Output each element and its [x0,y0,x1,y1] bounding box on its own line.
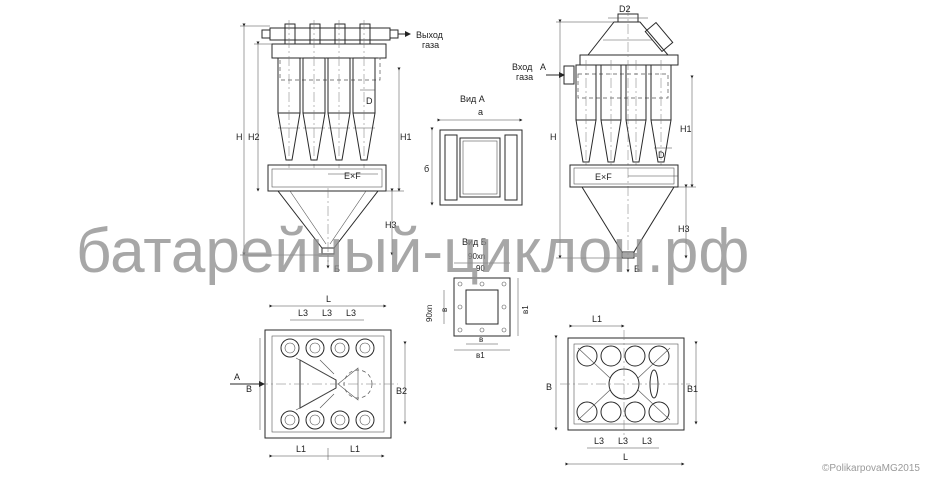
view-b: Вид Б 90хn 90 90хn в в1 в в1 [425,237,530,360]
label-A-plan: А [234,372,240,382]
gas-inlet-line2: газа [516,72,533,82]
label-H-right: H [550,132,557,142]
label-L3-left-1: L3 [298,308,308,318]
label-H3-left: H3 [385,220,397,230]
label-view-a: Вид А [460,94,485,104]
label-L3-right-1: L3 [594,436,604,446]
label-L1-left-2: L1 [350,444,360,454]
label-H1-right: H1 [680,124,692,134]
label-B-arrow-right: Б [634,264,640,274]
plan-view-left: L L3 L3 L3 А B B2 [230,294,407,460]
label-ExF-left: E×F [344,171,361,181]
label-L3-left-3: L3 [346,308,356,318]
watermark: батарейный-циклон.рф [76,217,749,286]
label-v-bottom: в [479,335,483,344]
label-90-top: 90 [476,264,485,273]
label-v1-bottom: в1 [476,351,485,360]
label-D2: D2 [619,4,631,14]
label-90xn-side: 90хn [425,305,434,322]
label-D-right: D [658,150,665,160]
gas-inlet-line1: Вход [512,62,533,72]
label-H-left: H [236,132,243,142]
label-H1-left: H1 [400,132,412,142]
label-L-right: L [623,452,628,462]
label-B-arrow-left: Б [334,264,340,274]
label-L3-right-2: L3 [618,436,628,446]
gas-outlet-line1: Выход [416,30,444,40]
label-gas-inlet: Вход газа [512,62,535,82]
label-a: а [478,107,483,117]
label-L3-right-3: L3 [642,436,652,446]
label-L1-right: L1 [592,314,602,324]
front-view-right: D2 H H1 H3 D E×F Вход газа А Б [512,4,696,274]
label-B2: B2 [396,386,407,396]
front-view-left: H H2 H1 H3 D E×F Выход газа Б [236,20,445,274]
label-B1: B1 [687,384,698,394]
copyright: ©PolikarpovaMG2015 [822,463,920,474]
label-L1-left-1: L1 [296,444,306,454]
label-H2-left: H2 [248,132,260,142]
label-ExF-right: E×F [595,172,612,182]
label-D-left: D [366,96,373,106]
label-gas-outlet: Выход газа [416,30,445,50]
label-90xn-top: 90хn [468,252,485,261]
label-L-left: L [326,294,331,304]
plan-view-right: L1 B B1 L3 L3 L3 L [546,314,698,466]
label-B-plan-right: B [546,382,552,392]
view-a: Вид А а б [424,94,523,206]
label-v-side: в [440,308,449,312]
label-L3-left-2: L3 [322,308,332,318]
label-A-right: А [540,62,546,72]
label-H3-right: H3 [678,224,690,234]
label-v1-side: в1 [521,305,530,314]
gas-outlet-line2: газа [422,40,439,50]
label-b-view-a: б [424,164,429,174]
label-view-b: Вид Б [462,237,487,247]
label-B-plan-left: B [246,384,252,394]
